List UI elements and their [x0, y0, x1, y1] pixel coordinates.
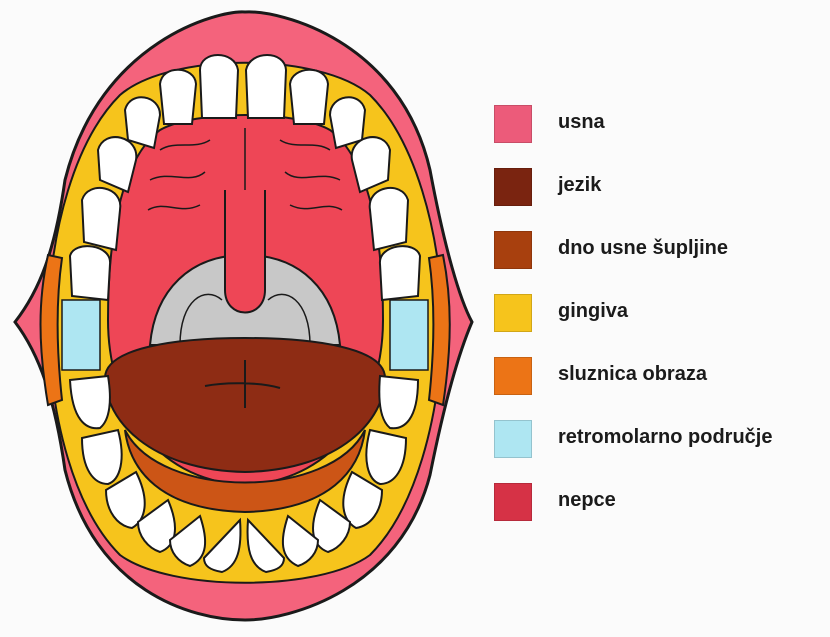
legend-label-gingiva: gingiva: [558, 300, 628, 323]
legend-swatch-nepce: [494, 483, 532, 521]
legend-swatch-sluznica-obraza: [494, 357, 532, 395]
legend-label-nepce: nepce: [558, 489, 616, 512]
retromolar-left: [62, 300, 100, 370]
legend-label-usna: usna: [558, 111, 605, 134]
legend-swatch-gingiva: [494, 294, 532, 332]
uvula: [225, 190, 265, 313]
legend-label-dno-usne-supljine: dno usne šupljine: [558, 237, 728, 260]
legend-label-sluznica-obraza: sluznica obraza: [558, 363, 707, 386]
legend-label-jezik: jezik: [558, 174, 601, 197]
legend-swatch-retromolarno-podrucje: [494, 420, 532, 458]
legend-label-retromolarno-podrucje: retromolarno područje: [558, 426, 772, 449]
retromolar-right: [390, 300, 428, 370]
legend-swatch-dno-usne-supljine: [494, 231, 532, 269]
legend-swatch-usna: [494, 105, 532, 143]
legend-swatch-jezik: [494, 168, 532, 206]
